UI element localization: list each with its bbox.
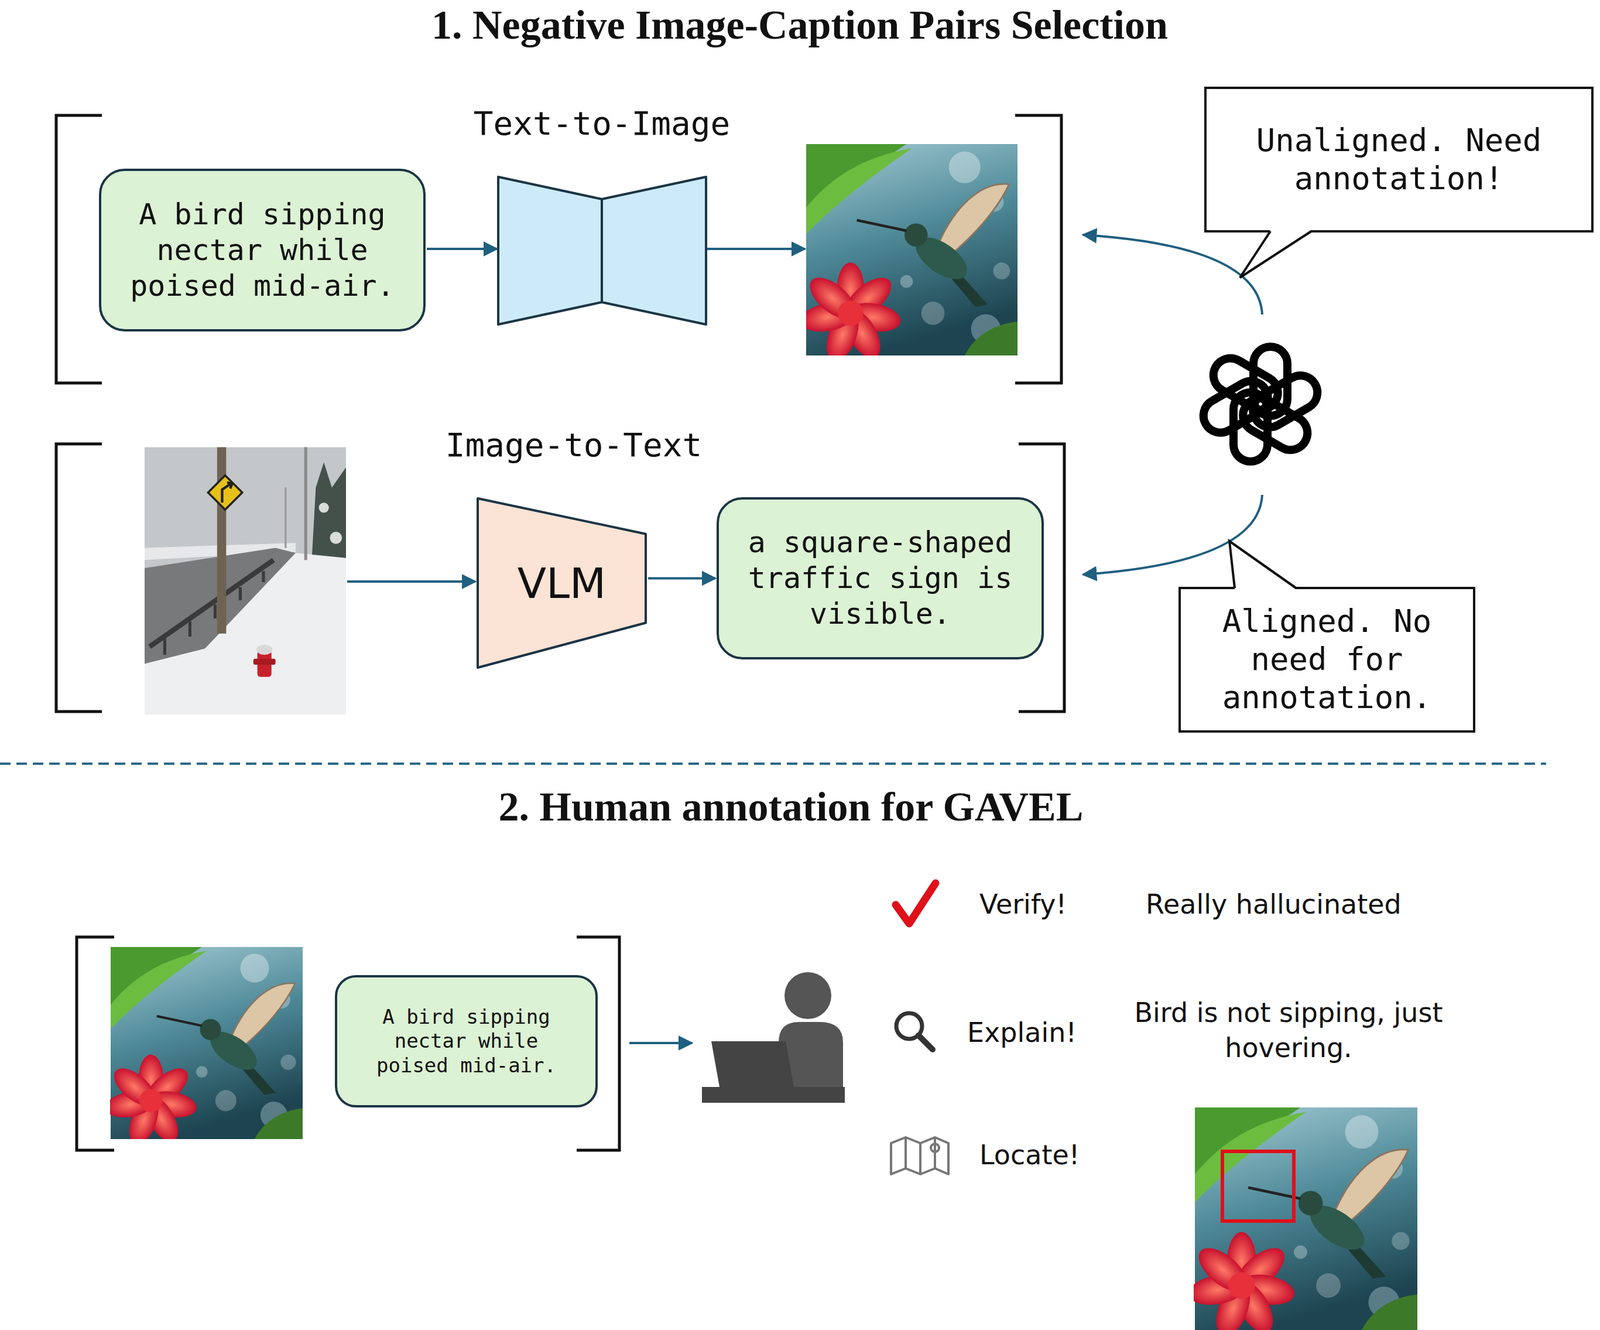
- stage-label: Image-to-Text: [445, 425, 702, 465]
- annotator-icon: [701, 971, 845, 1103]
- generated-image: [1186, 1107, 1418, 1330]
- node-text: Unaligned. Need annotation!: [1218, 121, 1580, 198]
- section-heading: 1. Negative Image-Caption Pairs Selectio…: [431, 2, 1168, 48]
- caption-box: A bird sipping nectar while poised mid-a…: [98, 168, 426, 332]
- section-heading: 2. Human annotation for GAVEL: [498, 783, 1084, 829]
- section-divider: [0, 762, 1547, 765]
- check-mark: [895, 882, 936, 924]
- callout-tail: [1239, 231, 1312, 278]
- step-result: Bird is not sipping, just hovering.: [1124, 995, 1453, 1066]
- caption-box: a square-shaped traffic sign is visible.: [716, 497, 1044, 660]
- callout-tail: [1229, 540, 1297, 588]
- node-text: VLM: [517, 558, 607, 608]
- node-text: Aligned. No need for annotation.: [1192, 602, 1462, 716]
- gpt-logo: [1197, 346, 1324, 462]
- step-label: Explain!: [967, 1015, 1077, 1051]
- arrow-connector: [648, 577, 716, 580]
- speech-bubble: Unaligned. Need annotation!: [1204, 86, 1594, 233]
- step-result: Really hallucinated: [1145, 886, 1402, 923]
- snow-photo: [144, 447, 346, 715]
- flow-arrow: [347, 234, 1263, 1043]
- model-trapezoid: VLM: [476, 497, 647, 669]
- map-icon: [891, 1136, 949, 1174]
- node-text: A bird sipping nectar while poised mid-a…: [357, 1004, 576, 1078]
- hallucination-box: [1222, 1150, 1294, 1221]
- node-text: a square-shaped traffic sign is visible.: [736, 524, 1024, 632]
- speech-bubble: Aligned. No need for annotation.: [1178, 586, 1476, 733]
- generated-image: [797, 144, 1018, 366]
- step-label: Locate!: [979, 1137, 1080, 1173]
- callout-tail-fill: [1239, 230, 1312, 279]
- step-label: Verify!: [979, 886, 1067, 923]
- generated-image: [103, 946, 303, 1149]
- trapezoid-shape: [477, 498, 646, 668]
- node-text: A bird sipping nectar while poised mid-a…: [118, 196, 406, 304]
- bracket: [56, 115, 1065, 1150]
- callout-tail-fill: [1229, 540, 1297, 590]
- stage-label: Text-to-Image: [473, 103, 731, 143]
- magnifier-icon: [896, 1012, 933, 1050]
- text-to-image-model: [498, 176, 707, 325]
- caption-box: A bird sipping nectar while poised mid-a…: [334, 974, 598, 1108]
